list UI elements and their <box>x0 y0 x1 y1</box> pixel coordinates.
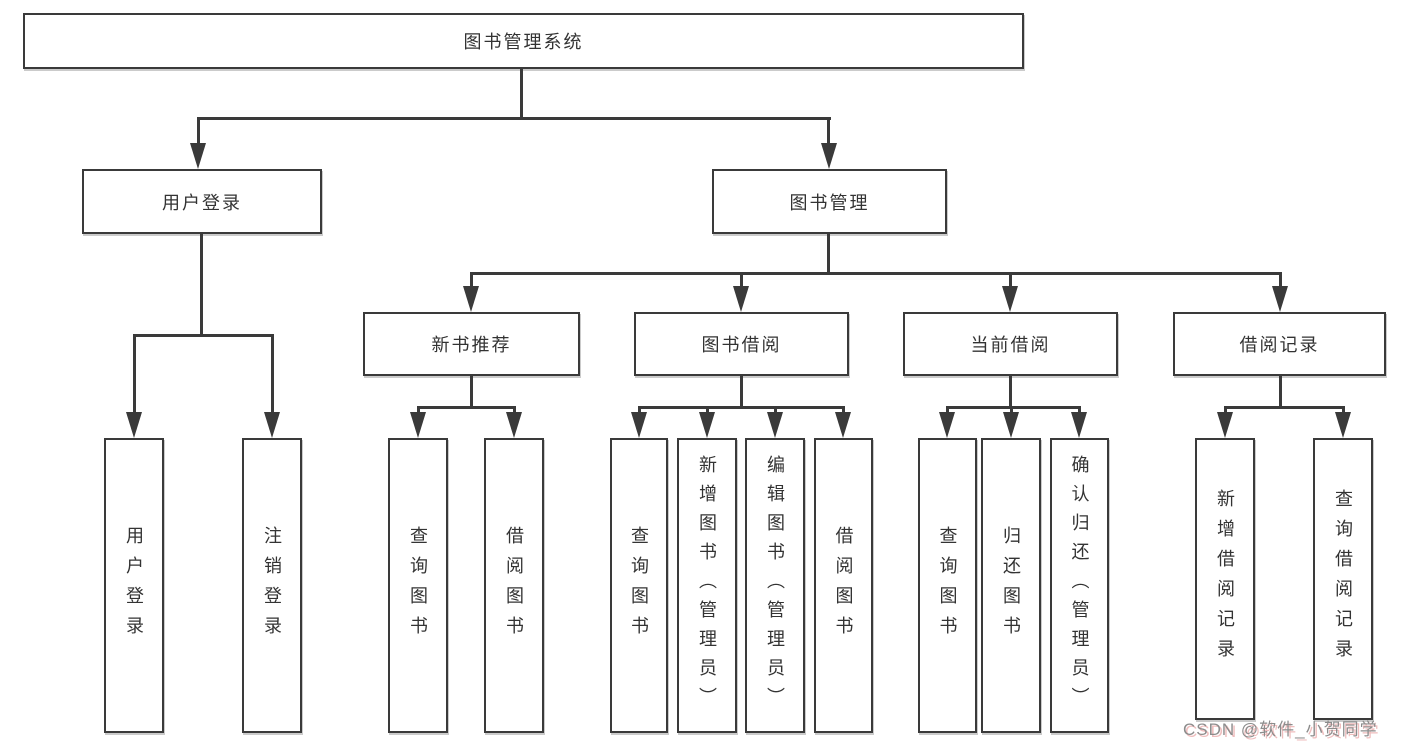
leaf-query-books-2: 查询图书 <box>610 438 668 733</box>
leaf-query-borrow-record-label: 查询借阅记录 <box>1333 489 1353 669</box>
arrow-down-book-borrowing <box>733 286 749 312</box>
node-library-system: 图书管理系统 <box>23 13 1024 69</box>
node-book-borrowing: 图书借阅 <box>634 312 849 376</box>
connector-book-borrowing-stub <box>740 376 743 408</box>
leaf-return-books-label: 归还图书 <box>1001 525 1021 646</box>
node-book-management: 图书管理 <box>712 169 947 234</box>
connector-root-stub <box>520 69 523 120</box>
connector-root-branch <box>197 117 831 120</box>
node-user-login-label: 用户登录 <box>162 192 242 213</box>
leaf-query-books-2-label: 查询图书 <box>629 525 649 646</box>
leaf-add-borrow-record-label: 新增借阅记录 <box>1215 489 1235 669</box>
leaf-edit-books-admin-label: 编辑图书（管理员） <box>765 455 785 716</box>
connector-new-books-stub <box>470 376 473 408</box>
leaf-query-books-1-label: 查询图书 <box>408 525 428 646</box>
csdn-watermark: CSDN @软件_小贺同学 <box>1183 720 1378 739</box>
arrow-down-query-books-2 <box>631 412 647 438</box>
connector-borrowing-records-branch <box>1224 406 1345 409</box>
node-user-login: 用户登录 <box>82 169 322 234</box>
connector-new-books-branch <box>417 406 516 409</box>
node-book-borrowing-label: 图书借阅 <box>701 335 782 355</box>
arrow-down-borrowing-records <box>1272 286 1288 312</box>
arrow-down-query-record <box>1335 412 1351 438</box>
leaf-user-login: 用户登录 <box>104 438 164 733</box>
node-borrowing-records: 借阅记录 <box>1173 312 1386 376</box>
node-current-borrowing: 当前借阅 <box>903 312 1118 376</box>
connector-drop-leaf-logout <box>271 336 274 414</box>
connector-user-login-stub <box>200 234 203 336</box>
arrow-down-edit-books <box>767 412 783 438</box>
leaf-borrow-books-2-label: 借阅图书 <box>833 525 854 646</box>
arrow-down-add-record <box>1217 412 1233 438</box>
connector-current-borrowing-stub <box>1009 376 1012 408</box>
node-new-book-recommendation-label: 新书推荐 <box>431 335 512 355</box>
arrow-down-borrow-books-2 <box>835 412 851 438</box>
arrow-down-query-books-1 <box>410 412 426 438</box>
leaf-borrow-books-2: 借阅图书 <box>814 438 873 733</box>
leaf-query-books-3-label: 查询图书 <box>937 525 958 646</box>
arrow-down-leaf-logout <box>264 412 280 438</box>
leaf-borrow-books-1-label: 借阅图书 <box>504 525 524 646</box>
arrow-down-leaf-user-login <box>126 412 142 438</box>
connector-drop-book-management <box>827 119 830 145</box>
leaf-query-books-3: 查询图书 <box>918 438 977 733</box>
connector-book-management-stub <box>827 234 830 274</box>
leaf-return-books: 归还图书 <box>981 438 1041 733</box>
leaf-borrow-books-1: 借阅图书 <box>484 438 544 733</box>
connector-book-management-branch <box>470 272 1282 275</box>
leaf-confirm-return-admin-label: 确认归还（管理员） <box>1069 455 1090 716</box>
node-current-borrowing-label: 当前借阅 <box>970 335 1051 355</box>
leaf-logout-label: 注销登录 <box>262 525 282 646</box>
leaf-query-borrow-record: 查询借阅记录 <box>1313 438 1373 720</box>
leaf-user-login-label: 用户登录 <box>124 525 144 646</box>
node-new-book-recommendation: 新书推荐 <box>363 312 580 376</box>
connector-drop-leaf-user-login <box>133 336 136 414</box>
arrow-down-query-books-3 <box>939 412 955 438</box>
connector-borrowing-records-stub <box>1279 376 1282 408</box>
node-borrowing-records-label: 借阅记录 <box>1239 335 1320 355</box>
arrow-down-current-borrowing <box>1002 286 1018 312</box>
leaf-edit-books-admin: 编辑图书（管理员） <box>745 438 805 733</box>
leaf-logout: 注销登录 <box>242 438 302 733</box>
arrow-down-user-login <box>190 143 206 169</box>
leaf-query-books-1: 查询图书 <box>388 438 448 733</box>
leaf-confirm-return-admin: 确认归还（管理员） <box>1050 438 1109 733</box>
connector-current-borrowing-branch <box>946 406 1081 409</box>
arrow-down-confirm-return <box>1071 412 1087 438</box>
connector-drop-borrowing-records <box>1279 274 1282 290</box>
connector-user-login-branch <box>133 334 274 337</box>
leaf-add-books-admin-label: 新增图书（管理员） <box>697 455 717 716</box>
arrow-down-borrow-books-1 <box>506 412 522 438</box>
connector-book-borrowing-branch <box>638 406 845 409</box>
arrow-down-new-books <box>463 286 479 312</box>
leaf-add-books-admin: 新增图书（管理员） <box>677 438 737 733</box>
leaf-add-borrow-record: 新增借阅记录 <box>1195 438 1255 720</box>
node-book-management-label: 图书管理 <box>789 192 870 213</box>
connector-drop-new-books <box>470 274 473 290</box>
node-library-system-label: 图书管理系统 <box>463 32 584 52</box>
arrow-down-book-management <box>821 143 837 169</box>
connector-drop-user-login <box>197 119 200 145</box>
arrow-down-add-books <box>699 412 715 438</box>
arrow-down-return-books <box>1003 412 1019 438</box>
connector-drop-current-borrowing <box>1009 274 1012 290</box>
connector-drop-book-borrowing <box>740 274 743 290</box>
